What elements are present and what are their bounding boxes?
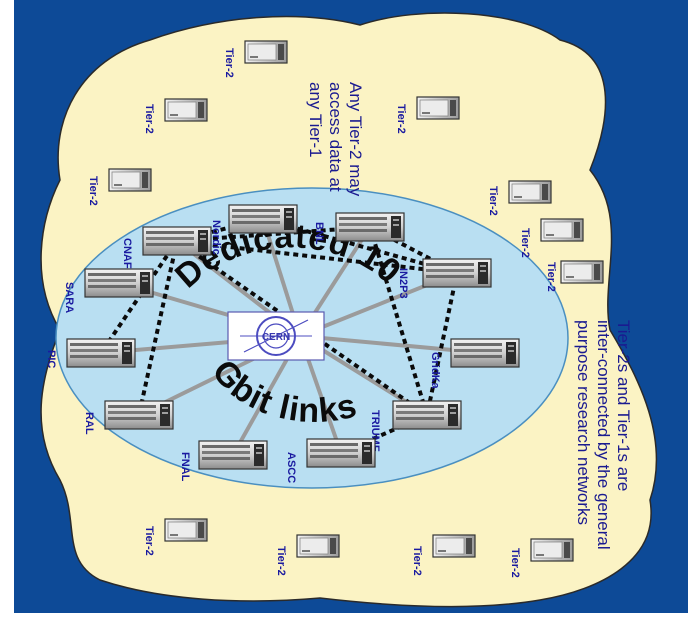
- server-icon: [561, 261, 603, 283]
- server-icon: [531, 539, 573, 561]
- server-icon: [229, 205, 297, 233]
- tier1-site-label: GridKa: [429, 352, 441, 390]
- server-icon: [297, 535, 339, 557]
- server-icon: [109, 169, 151, 191]
- server-icon: [199, 441, 267, 469]
- tier2-site-label: Tier-2: [545, 262, 557, 292]
- server-icon: [165, 99, 207, 121]
- note-line: Tier-2s and Tier-1s are: [614, 320, 633, 491]
- server-icon: [393, 401, 461, 429]
- tier2-site-label: Tier-2: [143, 526, 155, 556]
- note-line: any Tier-1: [306, 82, 325, 158]
- server-icon: [451, 339, 519, 367]
- server-icon: [143, 227, 211, 255]
- server-icon: [307, 439, 375, 467]
- tier1-site-label: PIC: [45, 350, 57, 368]
- tier1-site-label: SARA: [63, 282, 75, 313]
- server-icon: [245, 41, 287, 63]
- tier2-site-label: Tier-2: [87, 176, 99, 206]
- tier2-site-label: Tier-2: [395, 104, 407, 134]
- tier1-site-label: IN2P3: [397, 268, 409, 299]
- tier1-site-label: BNL: [313, 222, 325, 245]
- server-icon: [85, 269, 153, 297]
- note-line: inter-connected by the general: [594, 320, 613, 550]
- note-line: purpose research networks: [574, 320, 593, 525]
- tier1-site-label: Nordic: [210, 220, 222, 255]
- note-line: access data at: [326, 82, 345, 192]
- note-line: Any Tier-2 may: [346, 82, 365, 197]
- tier2-site-label: Tier-2: [519, 228, 531, 258]
- server-icon: [433, 535, 475, 557]
- server-icon: [336, 213, 404, 241]
- tier2-site-label: Tier-2: [143, 104, 155, 134]
- left-margin: [0, 0, 14, 613]
- tier1-site-label: RAL: [83, 412, 95, 435]
- server-icon: [67, 339, 135, 367]
- tier2-site-label: Tier-2: [509, 548, 521, 578]
- tier2-site-label: Tier-2: [487, 186, 499, 216]
- tier1-site-label: FNAL: [179, 452, 191, 482]
- cern-logo-text: CERN: [262, 332, 290, 343]
- tier2-site-label: Tier-2: [411, 546, 423, 576]
- server-icon: [105, 401, 173, 429]
- server-icon: [165, 519, 207, 541]
- tier2-site-label: Tier-2: [223, 48, 235, 78]
- server-icon: [541, 219, 583, 241]
- server-icon: [509, 181, 551, 203]
- cern-logo: CERN: [228, 312, 324, 360]
- server-icon: [423, 259, 491, 287]
- tier1-site-label: ASCC: [285, 452, 297, 483]
- tier1-site-label: CNAF: [121, 238, 133, 269]
- tier2-site-label: Tier-2: [275, 546, 287, 576]
- server-icon: [417, 97, 459, 119]
